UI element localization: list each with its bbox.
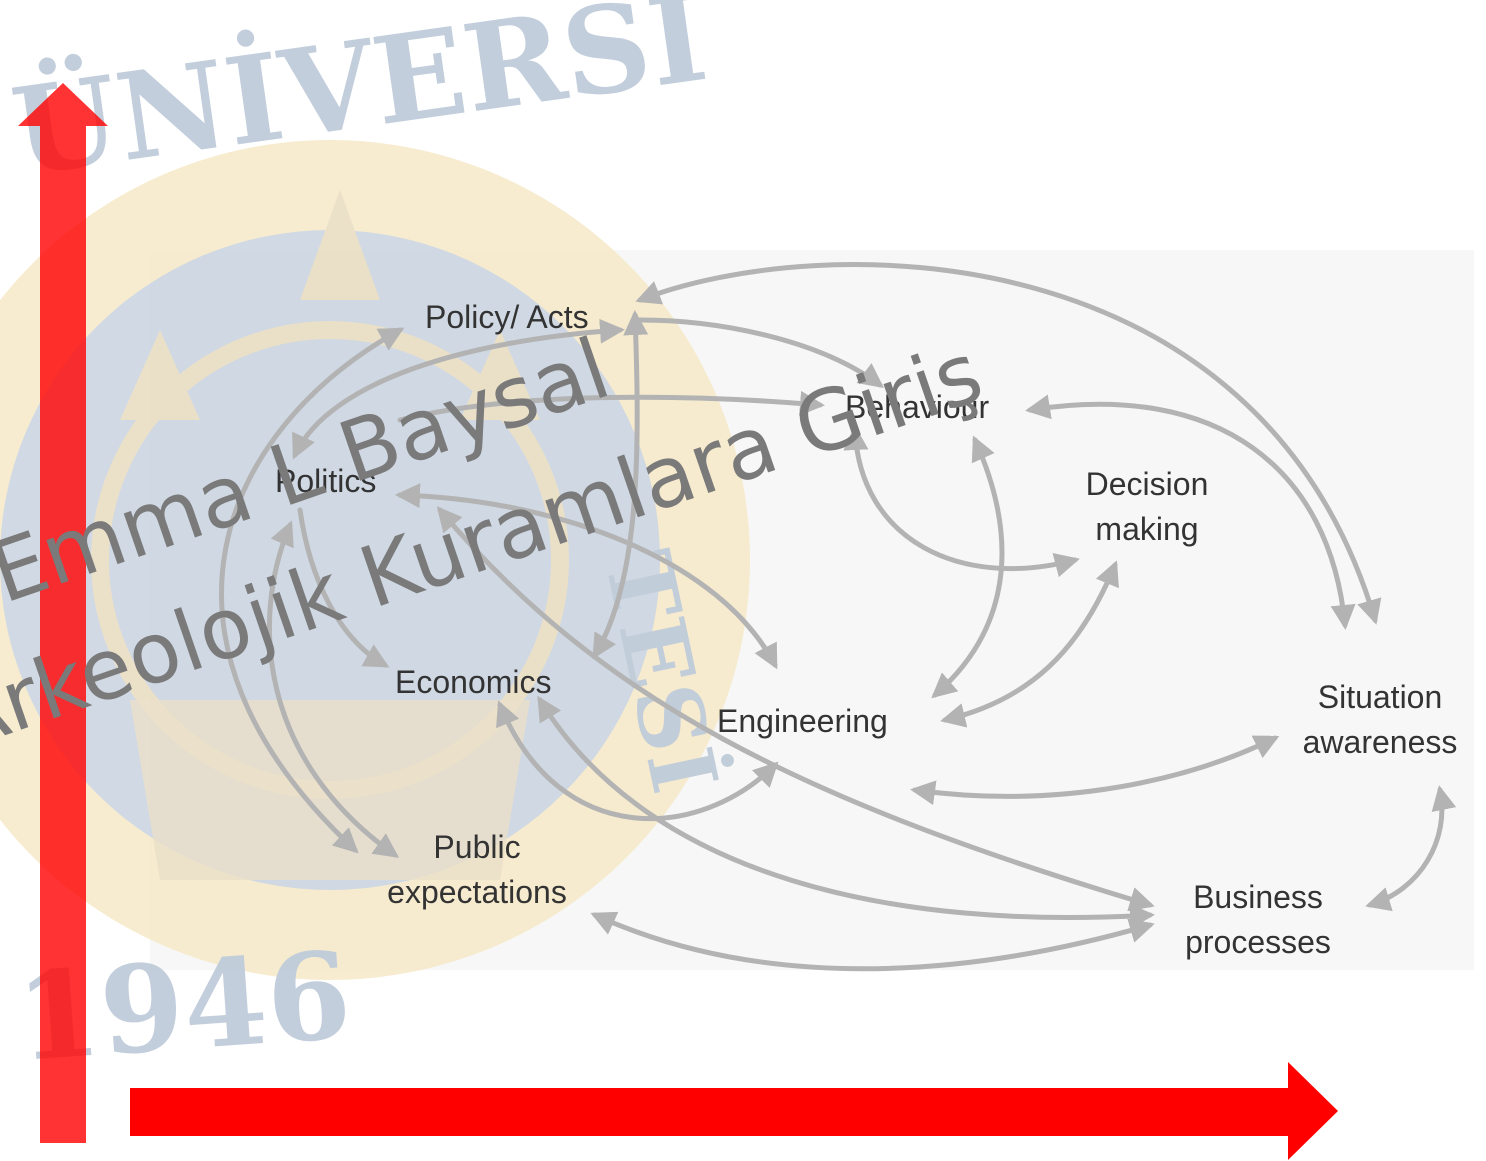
link-policy-behaviour <box>637 317 885 388</box>
link-behaviour-situation <box>1025 394 1356 630</box>
node-business-processes-line1: Business <box>1193 879 1323 915</box>
node-decision-making-line2: making <box>1095 511 1198 547</box>
link-policy-politics <box>292 318 625 460</box>
node-situation-awareness-line1: Situation <box>1318 679 1443 715</box>
axis-arrows <box>18 83 1338 1160</box>
diagram-nodes: Policy/ Acts Behaviour Decision making P… <box>275 299 1457 960</box>
diagram-links <box>219 262 1457 972</box>
node-policy-acts: Policy/ Acts <box>425 299 589 335</box>
link-situation-business <box>1365 785 1457 912</box>
node-economics: Economics <box>395 664 552 700</box>
link-policy-public <box>219 327 405 854</box>
node-behaviour: Behaviour <box>845 389 989 425</box>
vertical-red-arrow <box>18 83 108 1143</box>
node-situation-awareness-line2: awareness <box>1303 724 1458 760</box>
horizontal-red-arrow <box>130 1062 1338 1160</box>
link-public-business <box>590 911 1155 972</box>
node-public-expectations-line1: Public <box>433 829 520 865</box>
link-engineering-situation <box>910 735 1280 806</box>
node-engineering: Engineering <box>717 703 888 739</box>
node-decision-making-line1: Decision <box>1086 466 1209 502</box>
node-business-processes-line2: processes <box>1185 924 1331 960</box>
node-politics: Politics <box>275 463 376 499</box>
link-decision-engineering <box>940 560 1119 728</box>
link-economics-engineering <box>496 700 779 822</box>
node-public-expectations-line2: expectations <box>387 874 567 910</box>
